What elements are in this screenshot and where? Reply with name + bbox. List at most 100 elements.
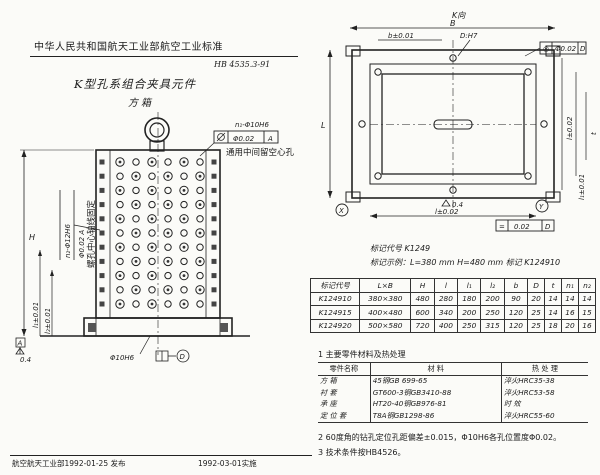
size-header-cell: n₁ — [561, 278, 579, 293]
fixture-hole — [163, 228, 173, 238]
fixture-hole — [148, 200, 156, 209]
fixture-hole — [115, 157, 125, 167]
table-cell: 200 — [480, 291, 505, 306]
dim-l2-label: l₂±0.01 — [44, 308, 52, 334]
table-cell: 淬火HRC53-58 — [500, 387, 588, 399]
fixture-hole-center — [134, 203, 138, 206]
fixture-hole — [195, 256, 205, 267]
edge-hole — [211, 301, 217, 307]
fixture-hole — [196, 158, 204, 166]
fixture-hole-center — [134, 174, 138, 178]
fixture-hole — [131, 256, 141, 267]
fixture-hole — [195, 285, 205, 295]
table-cell: 500×580 — [359, 318, 412, 333]
fixture-hole — [132, 215, 140, 223]
fixture-hole — [115, 270, 125, 281]
fixture-hole — [179, 242, 189, 252]
size-header-cell: n₂ — [577, 278, 597, 293]
table-cell: 180 — [457, 291, 482, 306]
document-title: K型孔系组合夹具元件 — [74, 77, 197, 91]
fixture-hole-center — [198, 203, 202, 206]
table-cell: 200 — [457, 305, 482, 320]
table-cell: 定 位 套 — [318, 410, 371, 423]
table-cell: K124915 — [309, 305, 361, 320]
fixture-hole — [147, 299, 157, 309]
fixture-hole — [115, 185, 125, 196]
fixture-hole — [164, 271, 172, 280]
lifting-ring — [144, 117, 170, 152]
fixture-hole — [148, 229, 156, 237]
fixture-hole-center — [166, 174, 170, 178]
table-cell: 480 — [410, 291, 435, 306]
edge-hole — [99, 273, 105, 279]
mounting-hole — [374, 172, 382, 180]
edge-hole — [211, 159, 217, 165]
table-cell: 承 座 — [320, 399, 337, 409]
edge-hole — [99, 173, 105, 179]
size-table-header: 标记代号 L×B H l l₁ l₂ b D t n₁ n₂ — [309, 278, 597, 293]
edge-hole — [211, 173, 217, 179]
fixture-hole — [132, 300, 140, 308]
mounting-hole — [524, 172, 532, 180]
top-tol-datum: D — [580, 45, 586, 53]
edge-hole — [211, 230, 217, 236]
height-dimension: H — [20, 149, 94, 336]
fixture-hole-center — [134, 260, 138, 263]
fixture-hole — [116, 257, 124, 266]
standard-number: HB 4535.3-91 — [214, 60, 271, 69]
fixture-hole — [131, 285, 141, 295]
fixture-hole — [179, 157, 189, 167]
fixture-hole-center — [118, 160, 122, 164]
tol-callout-label: n₁-Φ10H6 — [235, 121, 269, 129]
edge-hole — [99, 244, 105, 250]
size-table: 标记代号 L×B H l l₁ l₂ b D t n₁ n₂ K124910 3… — [309, 278, 597, 333]
fixture-hole — [180, 286, 188, 294]
fixture-hole — [163, 171, 173, 181]
fixture-hole — [195, 199, 205, 210]
table-row: K124910 380×380 480 280 180 200 90 20 14… — [309, 291, 597, 306]
table-cell: 280 — [433, 291, 459, 306]
table-cell: 时 效 — [500, 398, 588, 410]
standard-organization: 中华人民共和国航天工业部航空工业标准 — [34, 42, 223, 53]
fixture-hole-center — [182, 302, 186, 306]
table-row: K124920 500×580 720 400 250 315 120 25 1… — [309, 318, 597, 333]
fixture-hole-center — [134, 231, 138, 235]
fixture-hole-center — [150, 274, 154, 277]
fixture-hole-center — [118, 302, 122, 306]
fixture-hole — [164, 300, 172, 308]
fixture-hole — [147, 157, 157, 167]
corner-holes — [358, 54, 548, 194]
top-tolerance-frame: ◎ Φ0.02 D — [524, 41, 587, 57]
materials-header-cell: 热 处 理 — [500, 362, 588, 376]
top-right-note: 通用中间留空心孔 — [226, 147, 295, 158]
fixture-hole — [180, 257, 188, 266]
fixture-hole-center — [198, 231, 202, 235]
edge-hole — [99, 258, 105, 264]
fixture-hole — [115, 299, 125, 309]
edge-hole — [211, 287, 217, 293]
fixture-hole — [163, 199, 173, 210]
note-2: 2 60度角的钻孔定位孔距偏差±0.015，Φ10H6各孔位置度Φ0.02。 — [318, 433, 562, 442]
table-cell: 方 箱 — [320, 376, 337, 386]
hole-size-label: D:H7 — [460, 32, 478, 40]
fixture-hole-center — [182, 160, 186, 164]
fixture-hole — [132, 271, 140, 280]
bottom-hole-callout: Φ10H6 D — [110, 335, 190, 363]
fixture-hole — [115, 242, 125, 252]
table-cell: 25 — [527, 318, 546, 333]
datum-X-label: X — [338, 207, 344, 215]
table-row: 方 箱 45钢GB 699-65 淬火HRC35-38 — [318, 375, 588, 387]
fixture-hole — [180, 172, 188, 180]
top-roughness: 0.4 — [452, 201, 463, 209]
edge-hole — [99, 230, 105, 236]
table-cell: 120 — [503, 305, 529, 320]
edge-hole — [99, 301, 105, 307]
fixture-hole — [164, 158, 172, 166]
table-cell: 400×480 — [359, 305, 412, 320]
dim-H-label: H — [29, 233, 35, 242]
dim-l1-right: l₁±0.01 — [578, 174, 586, 200]
tol-value: Φ0.02 — [233, 135, 255, 143]
materials-header-cell: 材 料 — [369, 362, 502, 376]
fixture-hole-center — [150, 302, 154, 306]
fixture-hole-center — [118, 217, 122, 221]
